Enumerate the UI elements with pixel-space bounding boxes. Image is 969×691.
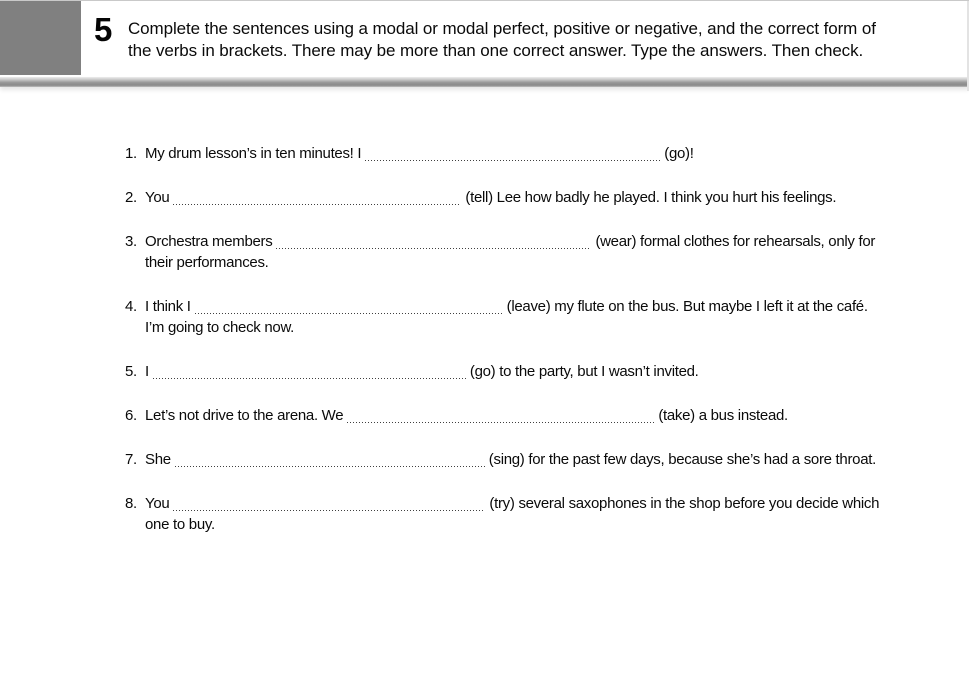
sentence-6-text-before-blank: Let’s not drive to the arena. We bbox=[145, 407, 344, 424]
exercise-header: 5 Complete the sentences using a modal o… bbox=[0, 1, 969, 77]
item-number-6: 6. bbox=[125, 407, 137, 424]
answer-blank-5[interactable] bbox=[152, 365, 466, 379]
sentence-5-text-before-blank: I bbox=[145, 363, 149, 380]
page-edge-shadow bbox=[967, 1, 969, 91]
sentence-4-continuation: I’m going to check now. bbox=[145, 319, 295, 336]
exercise-number: 5 bbox=[94, 11, 112, 48]
sentence-item-8: 8. You (try) several saxophones in the sh… bbox=[125, 493, 969, 535]
item-number-7: 7. bbox=[125, 451, 137, 468]
sentence-8-text-before-blank: You bbox=[145, 495, 170, 512]
sentence-item-1: 1. My drum lesson’s in ten minutes! I (go… bbox=[125, 143, 969, 164]
sentence-2-text-before-blank: You bbox=[145, 189, 170, 206]
sentence-item-3: 3. Orchestra members (wear) formal clothe… bbox=[125, 231, 969, 273]
answer-blank-3[interactable] bbox=[276, 235, 592, 249]
sentence-3-text-after-blank: (wear) formal clothes for rehearsals, on… bbox=[595, 233, 876, 250]
instructions-line-1: Complete the sentences using a modal or … bbox=[128, 19, 876, 38]
answer-blank-2[interactable] bbox=[173, 191, 462, 205]
sentence-2-text-after-blank: (tell) Lee how badly he played. I think … bbox=[465, 189, 837, 206]
corner-tab bbox=[0, 1, 81, 75]
item-number-3: 3. bbox=[125, 233, 137, 250]
sentence-1-text-after-blank: (go)! bbox=[664, 145, 694, 162]
sentence-8-continuation: one to buy. bbox=[145, 516, 215, 533]
instructions-line-2: the verbs in brackets. There may be more… bbox=[128, 41, 864, 60]
sentence-item-6: 6. Let’s not drive to the arena. We (take… bbox=[125, 405, 969, 426]
exercise-body: 1. My drum lesson’s in ten minutes! I (go… bbox=[0, 87, 969, 535]
item-number-8: 8. bbox=[125, 495, 137, 512]
answer-blank-8[interactable] bbox=[173, 497, 486, 511]
item-number-1: 1. bbox=[125, 145, 137, 162]
exercise-instructions: Complete the sentences using a modal or … bbox=[128, 18, 876, 62]
sentence-5-text-after-blank: (go) to the party, but I wasn’t invited. bbox=[469, 363, 699, 380]
sentence-item-5: 5. I (go) to the party, but I wasn’t invi… bbox=[125, 361, 969, 382]
sentence-4-text-after-blank: (leave) my flute on the bus. But maybe I… bbox=[506, 298, 868, 315]
sentence-3-continuation: their performances. bbox=[145, 254, 269, 271]
answer-blank-7[interactable] bbox=[174, 453, 485, 467]
sentence-item-2: 2. You (tell) Lee how badly he played. I … bbox=[125, 187, 969, 208]
item-number-4: 4. bbox=[125, 298, 137, 315]
sentence-7-text-before-blank: She bbox=[145, 451, 171, 468]
sentence-1-text-before-blank: My drum lesson’s in ten minutes! I bbox=[145, 145, 362, 162]
sentence-item-4: 4. I think I (leave) my flute on the bus.… bbox=[125, 296, 969, 338]
sentence-6-text-after-blank: (take) a bus instead. bbox=[658, 407, 788, 424]
answer-blank-1[interactable] bbox=[365, 147, 661, 161]
sentence-4-text-before-blank: I think I bbox=[145, 298, 191, 315]
section-divider bbox=[0, 77, 969, 87]
answer-blank-4[interactable] bbox=[194, 300, 503, 314]
answer-blank-6[interactable] bbox=[347, 409, 655, 423]
sentence-3-text-before-blank: Orchestra members bbox=[145, 233, 273, 250]
item-number-2: 2. bbox=[125, 189, 137, 206]
sentence-item-7: 7. She (sing) for the past few days, beca… bbox=[125, 449, 969, 470]
sentence-7-text-after-blank: (sing) for the past few days, because sh… bbox=[488, 451, 876, 468]
item-number-5: 5. bbox=[125, 363, 137, 380]
sentence-8-text-after-blank: (try) several saxophones in the shop bef… bbox=[489, 495, 880, 512]
